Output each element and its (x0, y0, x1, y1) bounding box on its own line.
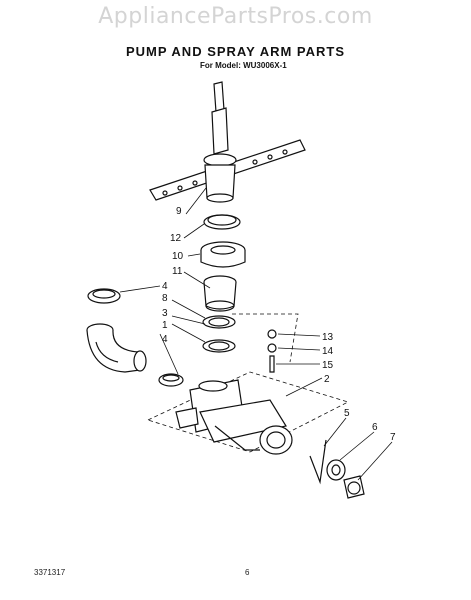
callout-7: 7 (390, 432, 396, 443)
callout-1: 1 (162, 320, 168, 331)
callout-10: 10 (172, 251, 184, 262)
hose-clamp-upper-part[interactable] (87, 288, 121, 304)
model-subtitle: For Model: WU3006X-1 (200, 61, 287, 70)
callout-14: 14 (322, 346, 334, 357)
hose-clamp-lower-part[interactable] (158, 373, 184, 387)
callout-13: 13 (322, 332, 334, 343)
wire-clip-part[interactable] (309, 439, 327, 485)
callout-11: 11 (172, 266, 183, 277)
gasket-part[interactable] (343, 475, 365, 499)
housing-cap-part[interactable] (200, 241, 246, 268)
small-hardware-parts[interactable] (232, 313, 299, 373)
callout-8: 8 (162, 293, 168, 304)
document-number: 3371317 (34, 568, 66, 577)
watermark: AppliancePartsPros.com (98, 4, 373, 29)
callout-4-lower: 4 (162, 334, 168, 345)
filter-cylinder-part[interactable] (203, 275, 237, 312)
callout-9: 9 (176, 206, 182, 217)
callout-2: 2 (324, 374, 330, 385)
spray-arm-part[interactable] (149, 81, 306, 203)
coupling-part[interactable] (326, 459, 346, 481)
lower-seal-part[interactable] (202, 339, 236, 353)
callout-15: 15 (322, 360, 334, 371)
callout-12: 12 (170, 233, 182, 244)
motor-pump-part[interactable] (175, 379, 293, 455)
page-number: 6 (245, 568, 250, 577)
callout-5: 5 (344, 408, 350, 419)
drain-hose-elbow-part[interactable] (86, 323, 147, 373)
callout-3: 3 (162, 308, 168, 319)
callout-4: 4 (162, 281, 168, 292)
clamp-ring-part[interactable] (203, 214, 241, 230)
page-title: PUMP AND SPRAY ARM PARTS (125, 44, 346, 59)
seal-ring-part[interactable] (202, 315, 236, 329)
callout-6: 6 (372, 422, 378, 433)
